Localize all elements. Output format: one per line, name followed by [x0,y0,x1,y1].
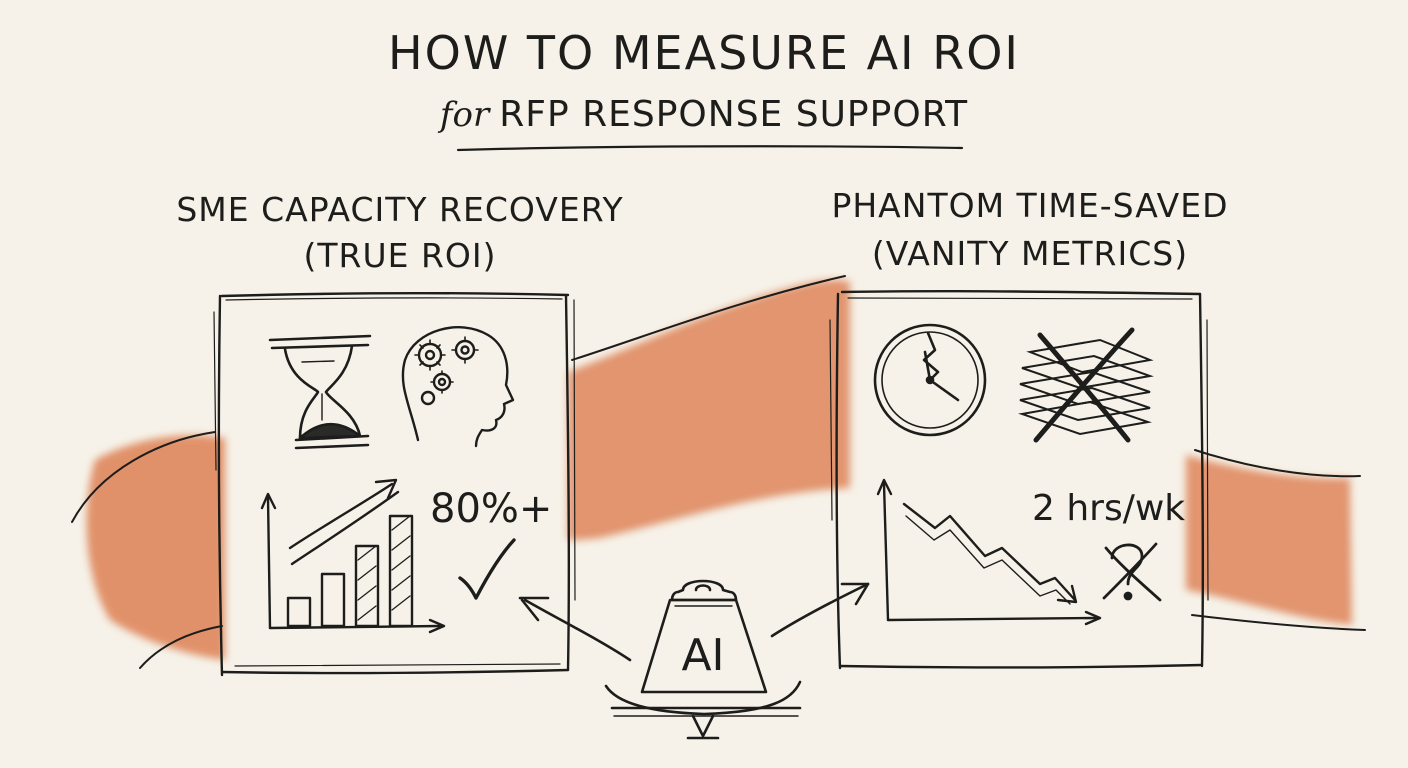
weight-scale-icon [604,579,802,740]
weight-label: AI [681,630,725,681]
hourglass-icon [268,334,372,450]
title-underline [456,145,964,152]
page-title: HOW TO MEASURE AI ROI [388,26,1020,80]
arrow-to-left-panel [518,596,632,662]
brain-gears-icon [401,326,515,448]
checkmark-icon [458,538,516,600]
ribbon-outlines [71,275,1366,669]
right-panel-frame [829,289,1209,670]
ribbon-middle-wash [568,279,850,540]
crossed-papers-icon [1018,327,1154,443]
crossed-question-icon [1102,542,1162,602]
rising-bar-chart-icon [260,478,446,634]
right-panel-heading: PHANTOM TIME-SAVED [831,186,1229,225]
ribbon-right-wash [1186,455,1352,625]
ribbon-left-wash [86,435,225,660]
left-panel-heading: SME CAPACITY RECOVERY [176,190,624,229]
arrow-to-right-panel [770,582,870,638]
left-panel-stat: 80%+ [430,486,553,532]
right-panel-subheading: (VANITY METRICS) [871,234,1189,273]
subtitle-prefix: for [439,95,490,135]
left-panel-subheading: (TRUE ROI) [303,236,497,275]
declining-line-chart-icon [876,478,1102,626]
broken-clock-icon [873,323,987,437]
subtitle-main: RFP RESPONSE SUPPORT [499,94,969,135]
watercolor-ribbon [86,279,1352,660]
left-panel-frame [213,291,576,677]
right-panel-stat: 2 hrs/wk [1032,488,1186,529]
